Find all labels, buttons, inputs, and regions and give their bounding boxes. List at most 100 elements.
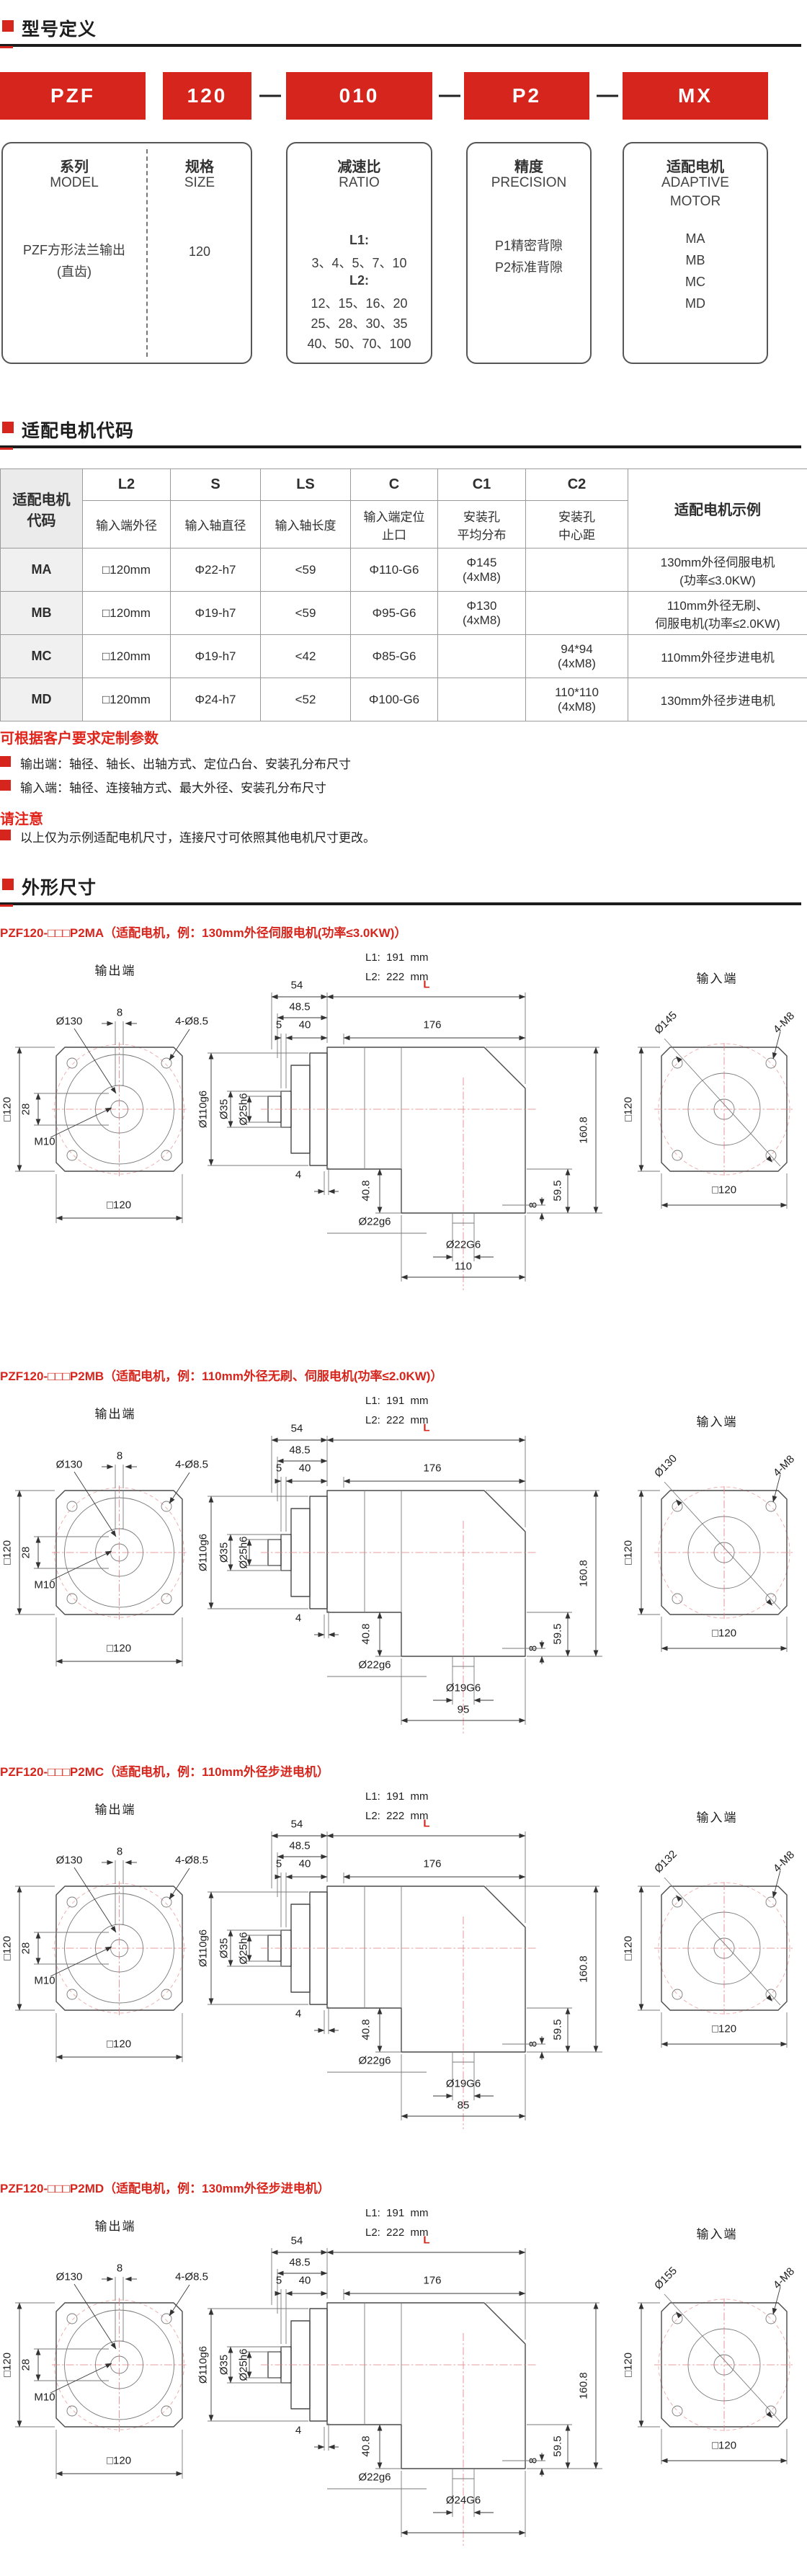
red-square-bullet-icon (2, 879, 14, 890)
side-view (208, 1831, 602, 2129)
cell-l2: □120mm (83, 635, 171, 678)
series-value: PZF方形法兰输出 (3, 240, 146, 259)
cell-s: Φ24-h7 (171, 678, 261, 721)
label-front-bottom-size: □120 (107, 1199, 131, 1212)
label-input-bottom-size: □120 (712, 2440, 736, 2452)
red-square-bullet-icon (2, 20, 14, 32)
label-side-shaft-dia: Ø25h6 (238, 1093, 250, 1125)
red-square-bullet-icon (0, 780, 11, 791)
cell-ls: <59 (261, 592, 351, 635)
drawing-pzf120-p2mb: PZF120-□□□P2MB（适配电机，例：110mm外径无刷、伺服电机(功率≤… (0, 1360, 807, 1764)
label-side-54: 54 (291, 1818, 303, 1831)
label-input-side-size: □120 (623, 1097, 635, 1122)
col-desc-c2: 安装孔 中心距 (526, 501, 628, 548)
label-input-bottom-size: □120 (712, 1184, 736, 1196)
label-side-54: 54 (291, 1423, 303, 1435)
label-side-depth: 8 (527, 1202, 540, 1208)
label-side-5: 5 (276, 1462, 282, 1475)
note-text: 输出端：轴径、轴长、出轴方式、定位凸台、安装孔分布尺寸 (20, 758, 351, 771)
label-side-step: 4 (295, 2425, 301, 2437)
label-side-flange-depth: 40.8 (360, 1623, 373, 1644)
label-side-boss-dia: Ø35 (218, 1542, 231, 1563)
label-front-keyway-width: 8 (117, 1846, 122, 1858)
table-row: MC □120mm Φ19-h7 <42 Φ85-G6 94*94(4xM8) … (1, 635, 807, 678)
label-front-holes: 4-Ø8.5 (175, 1459, 208, 1471)
label-front-bolt-circle: Ø130 (56, 1016, 83, 1028)
label-side-40: 40 (299, 1462, 311, 1475)
cell-c: Φ100-G6 (351, 678, 438, 721)
drawing-pzf120-p2md: PZF120-□□□P2MD（适配电机，例：130mm外径步进电机） (0, 2172, 807, 2576)
section-rule (0, 902, 801, 905)
label-input-end: 输入端 (697, 1808, 738, 1826)
label-front-side-size: □120 (1, 1097, 14, 1122)
label-front-bolt-circle: Ø130 (56, 1459, 83, 1471)
code-box-ratio: 010 (286, 72, 432, 120)
corner-line: 适配电机 (1, 488, 82, 509)
label-front-holes: 4-Ø8.5 (175, 2271, 208, 2283)
label-side-40: 40 (299, 2275, 311, 2287)
cell-c1: Φ145(4xM8) (438, 548, 526, 592)
label-side-shaft-dia: Ø25h6 (238, 1932, 250, 1964)
label-l2-length: L2: 222 mm (365, 2226, 429, 2239)
size-cn: 规格 (147, 155, 252, 176)
drawing-note: （适配电机，例：110mm外径步进电机） (104, 1765, 329, 1779)
label-side-48-5: 48.5 (289, 1840, 310, 1852)
drawing-canvas: L1: 191 mm L2: 222 mm 输出端 输入端 Ø130 8 4-Ø… (0, 1790, 807, 2159)
label-front-side-size: □120 (1, 2353, 14, 2377)
cell-c: Φ110-G6 (351, 548, 438, 592)
front-view (15, 2277, 190, 2479)
motor-code: MD (624, 296, 767, 311)
label-front-thread: M10 (34, 2391, 55, 2404)
label-side-boss-dia: Ø35 (218, 2355, 231, 2375)
front-view (15, 1860, 190, 2062)
drawing-model: PZF120-□□□P2MA (0, 926, 104, 940)
cell-ls: <52 (261, 678, 351, 721)
desc-line: 中心距 (526, 525, 628, 543)
col-header-ls: LS (261, 469, 351, 501)
label-l1-length: L1: 191 mm (365, 1395, 429, 1407)
label-l1-length: L1: 191 mm (365, 1790, 429, 1803)
section-rule (0, 445, 801, 448)
label-input-side-size: □120 (623, 1936, 635, 1960)
attention-note-title: 请注意 (0, 807, 43, 828)
desc-line: 平均分布 (438, 525, 525, 543)
desc-line: 止口 (351, 525, 437, 543)
drawing-note: （适配电机，例：110mm外径无刷、伺服电机(功率≤2.0KW)） (104, 1369, 442, 1383)
label-side-motor-hole-dia: Ø22G6 (446, 1239, 481, 1251)
cell-c1 (438, 678, 526, 721)
label-l2-length: L2: 222 mm (365, 971, 429, 983)
cell-l2: □120mm (83, 678, 171, 721)
label-side-height: 160.8 (578, 1116, 590, 1144)
motor-code: MC (624, 275, 767, 290)
section-title: 外形尺寸 (22, 874, 97, 900)
motor-code-table: 适配电机 代码 L2 S LS C C1 C2 适配电机示例 输入端外径 输入轴… (0, 468, 807, 721)
cell-code: MB (1, 592, 83, 635)
ratio-en: RATIO (287, 175, 431, 191)
attention-note-item: 以上仅为示例适配电机尺寸，连接尺寸可依照其他电机尺寸更改。 (0, 827, 375, 845)
side-view (208, 2248, 602, 2546)
cell-c2 (526, 548, 628, 592)
code-box-size: 120 (163, 72, 251, 120)
ratio-l2-label: L2: (287, 273, 431, 288)
label-side-total-length: L (423, 1422, 429, 1434)
motor-en: MOTOR (624, 194, 767, 210)
ratio-l1-label: L1: (287, 233, 431, 248)
drawing-note: （适配电机，例：130mm外径步进电机） (104, 2182, 330, 2195)
label-side-step: 4 (295, 1169, 301, 1181)
ratio-l2-values: 25、28、30、35 (287, 314, 431, 332)
col-header-c1: C1 (438, 469, 526, 501)
label-side-pilot-dia: Ø110g6 (197, 1929, 210, 1967)
series-en: MODEL (3, 175, 146, 191)
label-side-output-shaft-dia: Ø22g6 (358, 1216, 391, 1228)
label-output-end: 输出端 (95, 1800, 136, 1818)
cell-ls: <42 (261, 635, 351, 678)
label-side-40: 40 (299, 1858, 311, 1870)
desc-line: 输入端定位 (351, 507, 437, 525)
drawing-note: （适配电机，例：130mm外径伺服电机(功率≤3.0KW)） (104, 926, 406, 940)
col-desc-l2: 输入端外径 (83, 501, 171, 548)
label-side-output-shaft-dia: Ø22g6 (358, 2471, 391, 2484)
label-side-40: 40 (299, 1019, 311, 1031)
red-square-bullet-icon (0, 756, 11, 767)
cell-example: 110mm外径步进电机 (628, 635, 807, 678)
